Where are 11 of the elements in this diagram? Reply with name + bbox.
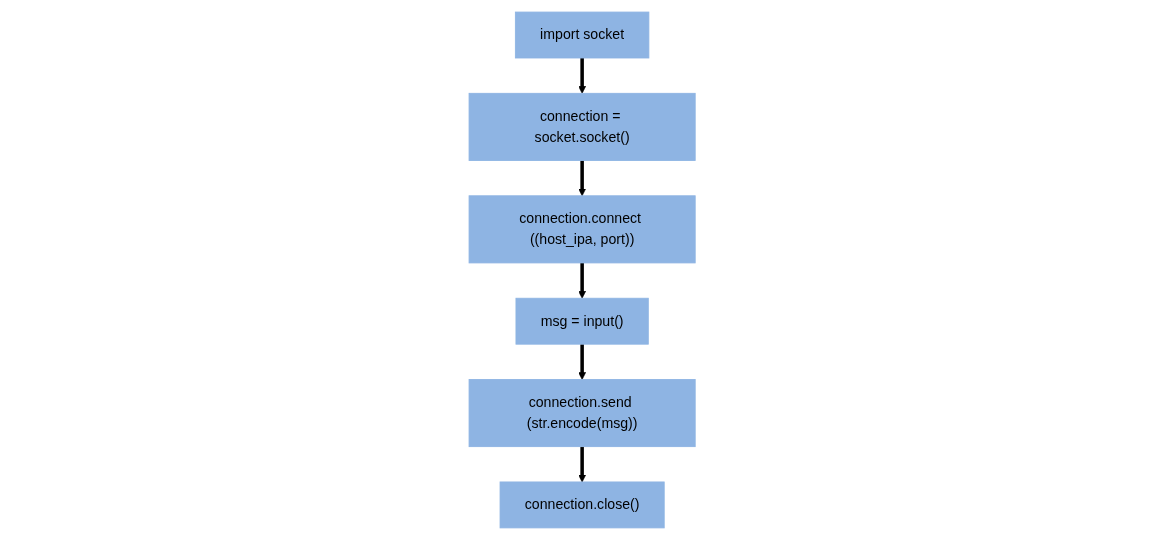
node-box: connection.send (str.encode(msg)): [469, 378, 696, 447]
node-box: connection.close(): [500, 481, 665, 528]
arrow: [578, 159, 587, 196]
node-box: import socket: [515, 11, 650, 58]
arrow: [578, 343, 587, 380]
node-box: connection.connect ((host_ipa, port)): [469, 194, 696, 263]
arrow: [578, 262, 587, 299]
node-box: connection = socket.socket(): [469, 92, 696, 161]
arrow: [578, 57, 587, 94]
node-box: msg = input(): [515, 297, 650, 345]
arrow: [578, 446, 587, 482]
